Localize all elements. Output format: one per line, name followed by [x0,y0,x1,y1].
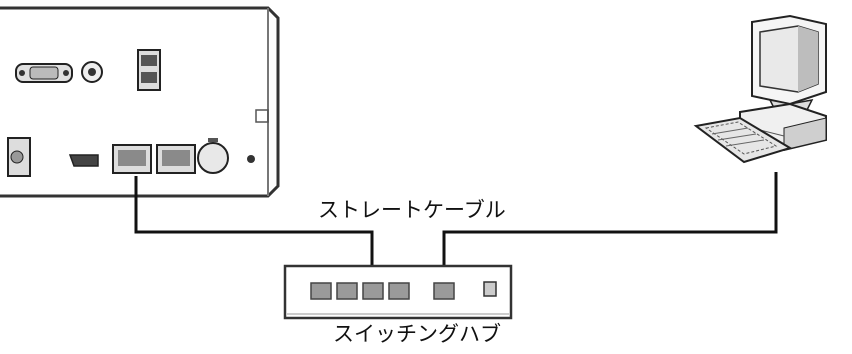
bnc-port-icon [7,137,31,177]
desktop-computer-icon [693,14,827,164]
rj45-port-icon [112,144,196,174]
dvr-recorder-icon [0,6,280,198]
switch-ports [310,282,455,300]
power-jack-icon [483,281,497,297]
network-switch-icon [283,264,513,320]
cable-lines [134,172,778,282]
cable-label: ストレートケーブル [318,198,506,222]
vga-port-icon [15,63,73,83]
usb-port-icon [137,49,161,91]
hub-label: スイッチングハブ [333,322,501,346]
hdmi-port-icon [68,154,99,167]
audio-out-port-icon [81,61,103,83]
power-button-icon [197,138,229,174]
screw-icon [247,155,255,163]
